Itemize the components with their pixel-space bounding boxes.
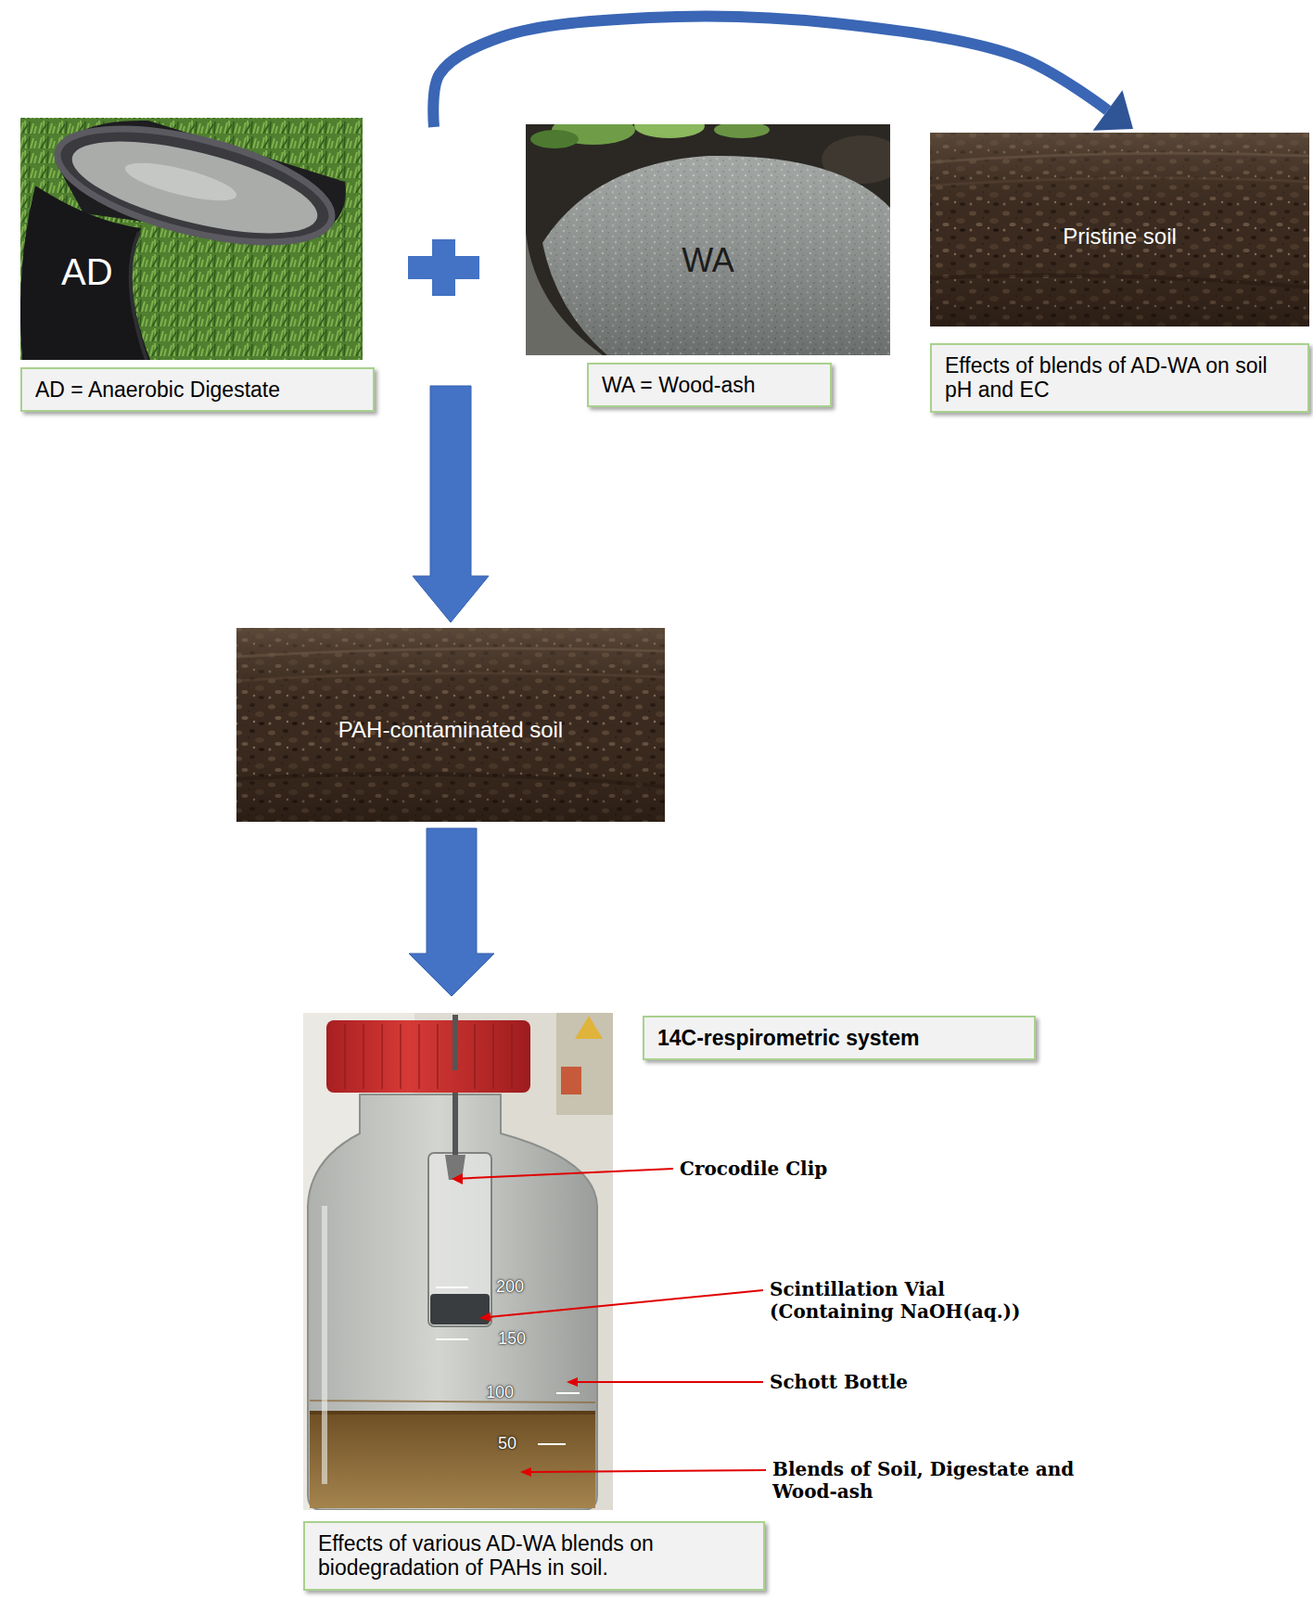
leader-line — [490, 1289, 764, 1317]
contaminated-soil-photo — [236, 627, 665, 822]
flow-arrow — [433, 16, 1134, 131]
leader-line — [451, 1168, 766, 1477]
digestate-photo — [20, 185, 151, 360]
leader-line — [566, 1376, 578, 1387]
leader-line — [479, 1312, 492, 1322]
respirometer-photo — [307, 1094, 598, 1510]
plus-sign — [407, 239, 480, 296]
title-text: 14C-respirometric system — [642, 1015, 1036, 1060]
respirometer-photo — [309, 1400, 596, 1403]
respirometer-photo — [309, 1411, 596, 1508]
digestate-photo — [20, 117, 363, 360]
caption-box: Effects of blends of AD-WA on soil pH an… — [930, 343, 1310, 413]
photo-panel: Effects of various AD-WA blends on biode… — [303, 1012, 765, 1591]
flow-arrow — [412, 385, 489, 623]
photo-label: PAH-contaminated soil — [236, 716, 665, 743]
leader-line — [577, 1380, 764, 1383]
graduation-mark: 200 — [491, 1276, 529, 1298]
plus-sign — [432, 239, 456, 296]
part-label: Schott Bottle — [769, 1370, 908, 1393]
pristine-soil-photo — [930, 152, 1310, 163]
flow-arrow — [408, 828, 495, 996]
leader-line — [462, 1168, 674, 1179]
photo-panel: Pristine soilEffects of blends of AD-WA … — [930, 132, 1310, 413]
respirometer-photo — [326, 1019, 531, 1093]
leader-line — [520, 1466, 532, 1477]
caption-box: Effects of various AD-WA blends on biode… — [303, 1520, 765, 1591]
block-arrow — [412, 385, 489, 623]
respirometer-photo — [428, 1152, 492, 1326]
arrow-head — [1093, 89, 1134, 131]
contaminated-soil-photo — [236, 774, 665, 787]
graduation-mark: 50 — [488, 1433, 526, 1454]
photo-panel: PAH-contaminated soil — [236, 627, 665, 822]
graduation-mark: 150 — [493, 1328, 531, 1350]
respirometer-photo — [303, 1012, 613, 1510]
respirometer-photo — [560, 1066, 582, 1095]
arrow-shaft — [433, 16, 1108, 128]
contaminated-soil-photo — [236, 627, 665, 822]
contaminated-soil-photo — [236, 648, 665, 657]
respirometer-photo — [309, 1410, 596, 1415]
respirometer-photo — [452, 1014, 459, 1071]
respirometer-photo — [303, 1012, 613, 1510]
block-arrow — [408, 828, 495, 996]
pristine-soil-photo — [930, 132, 1310, 327]
respirometer-photo — [344, 1023, 512, 1089]
leader-line — [451, 1172, 463, 1185]
photo-panel: AD AD = Anaerobic Digestate — [20, 117, 375, 412]
part-label: Scintillation Vial (Containing NaOH(aq.)… — [769, 1277, 1048, 1323]
wood-ash-photo — [525, 124, 891, 356]
caption-box: WA = Wood-ash — [586, 362, 832, 408]
graduation-mark: 100 — [481, 1382, 519, 1403]
contaminated-soil-photo — [236, 627, 665, 822]
respirometer-photo — [430, 1293, 490, 1325]
respirometer-photo — [574, 1015, 603, 1039]
pristine-soil-photo — [930, 275, 1310, 288]
photo-label: WA — [525, 241, 891, 280]
pristine-soil-photo — [930, 178, 1310, 186]
respirometer-photo — [321, 1205, 328, 1484]
wood-ash-photo — [713, 124, 770, 139]
leader-line — [531, 1469, 766, 1472]
photo-label: AD — [61, 253, 114, 291]
pristine-soil-photo — [930, 132, 1310, 327]
pristine-soil-photo — [930, 132, 1310, 327]
wood-ash-photo — [530, 129, 579, 149]
digestate-photo — [121, 154, 240, 208]
respirometer-photo — [556, 1012, 613, 1115]
caption-box: AD = Anaerobic Digestate — [20, 367, 375, 412]
part-label: Crocodile Clip — [679, 1157, 828, 1180]
photo-label: Pristine soil — [930, 223, 1310, 250]
digestate-photo — [130, 231, 147, 360]
wood-ash-photo — [634, 124, 705, 139]
part-label: Blends of Soil, Digestate and Wood-ash — [772, 1457, 1125, 1503]
photo-panel: WA WA = Wood-ash — [525, 124, 891, 408]
title-box: 14C-respirometric system — [642, 1015, 1036, 1060]
contaminated-soil-photo — [236, 673, 665, 681]
